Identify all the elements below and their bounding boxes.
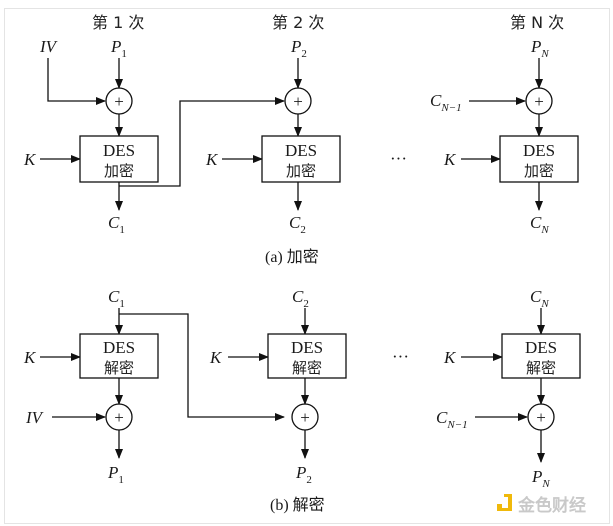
dec-key-label: K — [23, 348, 37, 367]
dec-iv-label: IV — [25, 408, 45, 427]
diagram-frame — [4, 8, 610, 524]
dec-key-label: K — [209, 348, 223, 367]
enc-caption: (a) 加密 — [265, 248, 319, 266]
dec-plaintext-label: P1 — [107, 463, 124, 486]
enc-des-label: DES — [523, 141, 555, 160]
enc-des-label: DES — [103, 141, 135, 160]
dec-des-mode: 解密 — [292, 359, 322, 377]
dec1-des-block — [79, 333, 159, 379]
enc-ciphertext-label: C1 — [108, 213, 125, 236]
decn-des-block — [501, 333, 581, 379]
enc-stage-header: 第 2 次 — [272, 13, 324, 32]
watermark: 金色财经 — [497, 494, 586, 516]
dec-des-label: DES — [525, 338, 557, 357]
dec2-des-block — [267, 333, 347, 379]
dec-caption: (b) 解密 — [270, 496, 325, 514]
xor-symbol: + — [534, 92, 544, 111]
enc-ciphertext-label: CN — [530, 213, 549, 236]
dec-ellipsis: ··· — [392, 347, 409, 366]
enc1-iv-arrow — [47, 58, 106, 105]
dec-des-mode: 解密 — [104, 359, 134, 377]
dec-chain-in-label: CN−1 — [436, 408, 468, 431]
dec-plaintext-label: P2 — [295, 463, 312, 486]
xor-symbol: + — [293, 92, 303, 111]
enc-des-mode: 加密 — [524, 162, 554, 180]
enc-iv-label: IV — [39, 37, 59, 56]
enc-des-mode: 加密 — [104, 162, 134, 180]
enc-ciphertext-label: C2 — [289, 213, 306, 236]
enc-key-label: K — [23, 150, 37, 169]
enc-des-mode: 加密 — [286, 162, 316, 180]
enc-des-label: DES — [285, 141, 317, 160]
xor-symbol: + — [114, 92, 124, 111]
enc-stage-header: 第 N 次 — [510, 13, 564, 32]
xor-symbol: + — [536, 408, 546, 427]
dec-des-mode: 解密 — [526, 359, 556, 377]
enc-key-label: K — [443, 150, 457, 169]
dec-ciphertext-label: C1 — [108, 287, 125, 310]
dec1-chain-line — [119, 313, 285, 421]
enc-ellipsis: ··· — [390, 149, 407, 168]
dec-ciphertext-label: C2 — [292, 287, 309, 310]
dec-key-label: K — [443, 348, 457, 367]
xor-symbol: + — [114, 408, 124, 427]
dec-des-label: DES — [291, 338, 323, 357]
encn-des-block — [499, 135, 579, 183]
enc-plaintext-label: P2 — [290, 37, 307, 60]
enc2-des-block — [261, 135, 341, 183]
enc-stage-header: 第 1 次 — [92, 13, 144, 32]
enc-plaintext-label: PN — [530, 37, 549, 60]
watermark-text: 金色财经 — [517, 495, 586, 516]
enc-key-label: K — [205, 150, 219, 169]
watermark-logo-icon — [497, 494, 512, 511]
xor-symbol: + — [300, 408, 310, 427]
enc-chain-in-label: CN−1 — [430, 91, 462, 114]
enc1-chain-line — [119, 97, 285, 187]
dec-ciphertext-label: CN — [530, 287, 549, 310]
dec-plaintext-label: PN — [531, 467, 550, 490]
dec-des-label: DES — [103, 338, 135, 357]
enc-plaintext-label: P1 — [110, 37, 127, 60]
